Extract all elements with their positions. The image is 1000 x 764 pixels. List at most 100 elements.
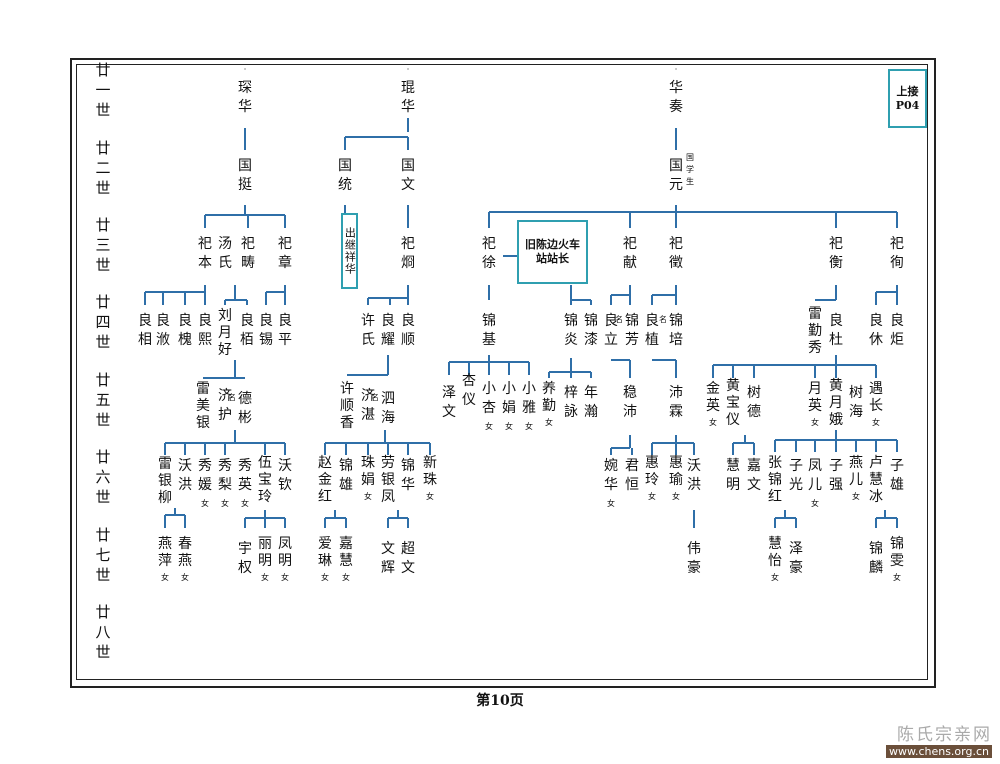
person-xingyi: 杏仪: [462, 373, 476, 408]
person-liangyao: 良耀: [381, 313, 395, 348]
page-frame-outer: [70, 58, 936, 688]
person-xiuli: 秀梨: [218, 458, 232, 493]
person-liangzhi2: 良植: [645, 313, 659, 348]
person-sizhang: 祀章: [278, 236, 292, 271]
page-number: 第10页: [476, 693, 524, 709]
person-guoyuan: 国元: [669, 158, 683, 193]
person-liangping: 良平: [278, 313, 292, 348]
person-jinxiong: 锦雄: [339, 457, 353, 493]
female-marker: 女: [426, 491, 434, 501]
person-leimeiyin: 雷美银: [196, 381, 210, 431]
female-marker: 女: [321, 572, 329, 582]
person-aitian: 爱琳: [318, 536, 332, 569]
person-jinpei: 锦培: [669, 312, 683, 348]
stationmaster-note-box: 旧陈边火车站站长: [517, 220, 588, 284]
honorific-note: 国学生: [686, 153, 694, 186]
female-marker: 女: [607, 498, 615, 508]
female-marker: 女: [545, 417, 553, 427]
person-sixu: 祀徐: [482, 236, 496, 271]
generation-label-5: 廿五世: [95, 371, 110, 429]
person-xiuying: 秀英: [238, 458, 252, 493]
person-zhujuan: 珠娟: [361, 455, 375, 488]
person-wohong2: 沃洪: [687, 458, 701, 493]
person-yanping: 燕萍: [158, 536, 172, 569]
person-wenhui: 文辉: [381, 541, 395, 576]
site-watermark: 陈氏宗亲网 www.chens.org.cn: [885, 720, 992, 758]
person-liming: 丽明: [258, 536, 272, 569]
person-yangqin: 养勤: [542, 381, 556, 414]
person-jiahui: 嘉慧: [339, 536, 353, 569]
person-leiqinxiu: 雷勤秀: [808, 306, 822, 356]
person-liangxi2: 良锡: [259, 313, 273, 348]
person-xinzhu: 新珠: [423, 455, 437, 488]
person-debin: 德彬: [238, 391, 252, 426]
person-junheng: 君恒: [625, 458, 639, 493]
person-ziyong: 梓詠: [564, 385, 578, 420]
female-marker: 女: [893, 572, 901, 582]
female-marker: 女: [485, 421, 493, 431]
generation-label-3: 廿三世: [95, 216, 110, 274]
person-zehao: 泽豪: [789, 541, 803, 576]
person-liangshun: 良顺: [401, 313, 415, 348]
generation-label-1: 廿一世: [95, 61, 110, 119]
person-liangxi: 良熙: [198, 313, 212, 348]
watermark-site-name: 陈氏宗亲网: [897, 725, 992, 745]
person-shuhai: 树海: [849, 385, 863, 420]
person-weihao: 伟豪: [687, 541, 701, 576]
person-wohong: 沃洪: [178, 458, 192, 493]
generation-label-7: 廿七世: [95, 526, 110, 584]
person-huangyuee: 黄月娥: [829, 377, 843, 428]
person-guoting: 国挺: [238, 158, 252, 193]
person-yaner: 燕儿: [849, 455, 863, 488]
generation-label-6: 廿六世: [95, 448, 110, 506]
person-huangbaoyi: 黄宝仪: [726, 377, 740, 428]
generation-label-8: 廿八世: [95, 603, 110, 661]
person-jinwen: 锦雯: [890, 535, 904, 569]
person-zhangjinhong: 张锦红: [768, 455, 782, 505]
person-huiyi: 慧怡: [768, 536, 782, 569]
person-liangxiu: 良休: [869, 313, 883, 348]
person-liangli: 良立: [604, 313, 618, 348]
person-tangshi: 汤氏: [218, 236, 232, 271]
person-liangdu: 良杜: [829, 313, 843, 348]
person-jihu: 济护: [218, 388, 232, 423]
female-marker: 女: [201, 498, 209, 508]
given-name-marker: 名: [371, 392, 379, 402]
generation-label-2: 廿二世: [95, 139, 110, 197]
person-jinji: 锦基: [482, 312, 496, 348]
female-marker: 女: [161, 572, 169, 582]
person-sijiong: 祀烱: [401, 236, 415, 271]
person-wanhua: 婉华: [604, 458, 618, 493]
generation-label-4: 廿四世: [95, 293, 110, 351]
female-marker: 女: [261, 572, 269, 582]
person-shude: 树德: [747, 385, 761, 420]
person-xiuyuan: 秀媛: [198, 458, 212, 493]
person-sihai: 泗海: [381, 391, 395, 426]
female-marker: 女: [241, 498, 249, 508]
female-marker: 女: [525, 421, 533, 431]
person-woqin: 沃钦: [278, 458, 292, 493]
page-frame-inner: [76, 64, 928, 680]
person-huiyu: 惠瑜: [669, 455, 683, 488]
person-peilin: 沛霖: [669, 385, 683, 420]
person-xiaojuan: 小娟: [502, 381, 516, 416]
person-liangyi: 良浟: [156, 313, 170, 348]
person-guowen: 国文: [401, 158, 415, 193]
person-xiaoxing: 小杏: [482, 381, 496, 416]
stationmaster-note-text: 旧陈边火车站站长: [525, 238, 580, 265]
person-huiming: 慧明: [726, 458, 740, 493]
female-marker: 女: [771, 572, 779, 582]
person-xiaoya: 小雅: [522, 381, 536, 416]
person-sixun: 祀徇: [890, 236, 904, 271]
person-wenpei: 稳沛: [623, 385, 637, 420]
person-fenger: 凤儿: [808, 458, 822, 493]
person-jiawen: 嘉文: [747, 458, 761, 493]
person-yuchang: 遇长: [869, 381, 883, 414]
female-marker: 女: [648, 491, 656, 501]
continued-from-page: P04: [895, 98, 920, 112]
person-ziguang: 子光: [789, 458, 803, 493]
female-marker: 女: [811, 417, 819, 427]
person-ziqiang: 子强: [829, 458, 843, 493]
female-marker: 女: [281, 572, 289, 582]
